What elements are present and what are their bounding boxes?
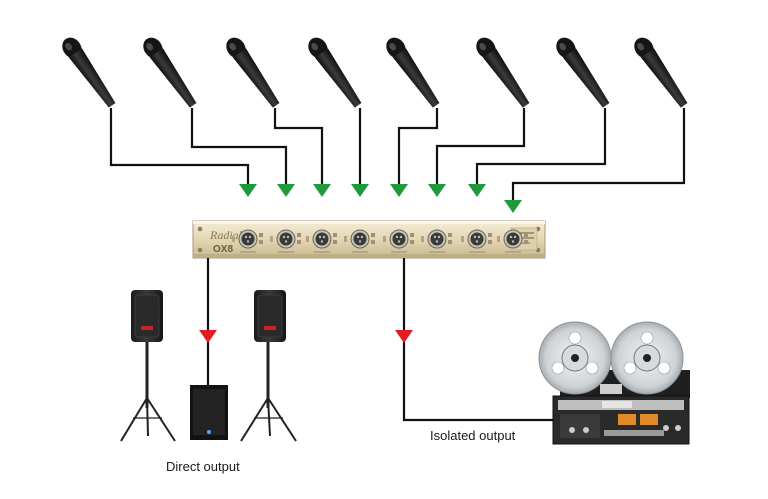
xlr-jack <box>232 229 263 253</box>
microphone <box>634 37 688 108</box>
input-arrow <box>277 184 295 197</box>
direct-output-label: Direct output <box>166 459 240 474</box>
xlr-jack <box>344 229 375 253</box>
input-cables <box>109 108 686 200</box>
cable-mic-3 <box>273 108 324 184</box>
input-arrow <box>504 200 522 213</box>
microphone <box>556 37 610 108</box>
microphone <box>143 37 197 108</box>
input-arrow <box>468 184 486 197</box>
cable-mic-2 <box>190 108 288 184</box>
xlr-jack <box>461 229 492 253</box>
cable-mic-7 <box>475 108 607 184</box>
microphone <box>62 37 116 108</box>
output-cables <box>206 258 553 422</box>
cable-mic-1 <box>109 108 250 184</box>
reel-to-reel-recorder <box>538 321 690 445</box>
xlr-jack <box>497 229 528 253</box>
microphones <box>62 37 688 108</box>
cable-mic-5 <box>397 108 439 184</box>
input-arrow <box>390 184 408 197</box>
cable-mic-6 <box>435 108 526 184</box>
speaker-left <box>120 290 176 442</box>
xlr-jack <box>306 229 337 253</box>
input-arrow <box>428 184 446 197</box>
microphone <box>476 37 530 108</box>
input-arrow <box>239 184 257 197</box>
isolated-output-arrow <box>395 330 413 343</box>
xlr-jacks <box>232 229 528 253</box>
input-arrow <box>351 184 369 197</box>
subwoofer <box>190 385 228 440</box>
microphone <box>308 37 362 108</box>
rack-screw <box>197 226 203 232</box>
svg-text:OX8: OX8 <box>213 244 233 255</box>
svg-text:Radial: Radial <box>209 228 243 242</box>
rack-screw <box>197 247 203 253</box>
input-arrow <box>313 184 331 197</box>
isolated-output-cable <box>402 258 553 422</box>
microphone <box>386 37 440 108</box>
right-reel <box>610 321 684 395</box>
left-reel <box>538 321 612 395</box>
input-arrows <box>239 184 522 213</box>
speaker-right <box>240 290 297 442</box>
xlr-jack <box>383 229 414 253</box>
microphone <box>226 37 280 108</box>
xlr-jack <box>270 229 301 253</box>
mic-splitter-rack: Radial OX8 <box>192 220 546 259</box>
isolated-output-label: Isolated output <box>430 428 516 443</box>
cable-mic-8 <box>511 108 686 200</box>
xlr-jack <box>421 229 452 253</box>
direct-output-arrow <box>199 330 217 343</box>
